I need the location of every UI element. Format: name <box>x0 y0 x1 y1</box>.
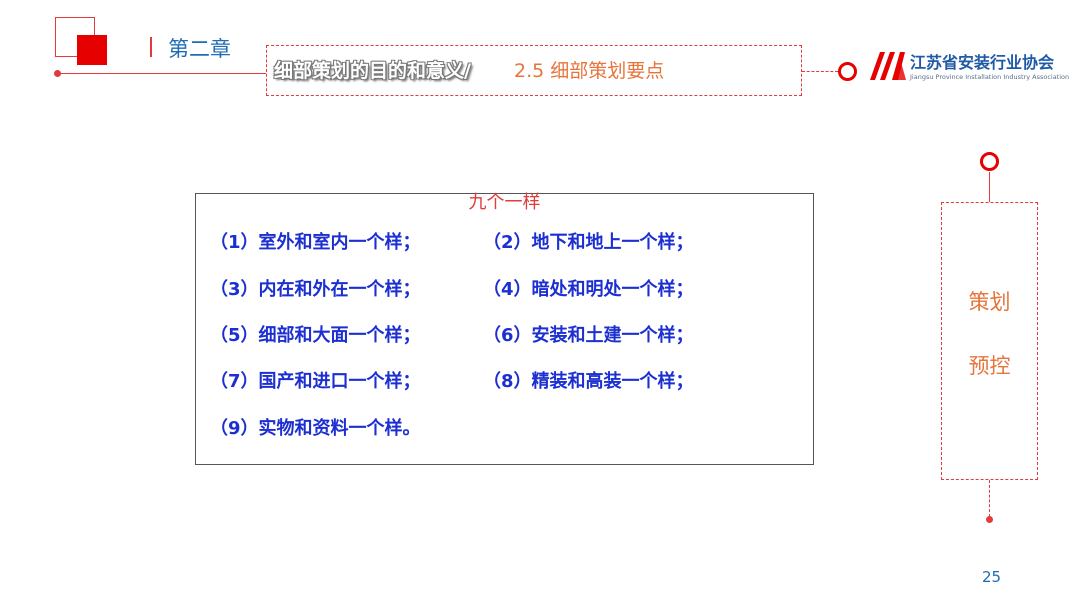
chapter-divider-bar <box>150 37 152 57</box>
section-title: 细部策划的目的和意义/ <box>274 60 471 82</box>
side-line-bottom <box>989 480 990 517</box>
title-frame <box>266 45 802 96</box>
decor-square-filled <box>77 35 107 65</box>
chapter-label: 第二章 <box>168 37 231 61</box>
association-logo-icon <box>870 52 906 80</box>
list-item: （7）国产和进口一个样； <box>210 371 421 392</box>
list-item: （6）安装和土建一个样； <box>483 325 694 346</box>
list-item: （3）内在和外在一个样； <box>210 279 421 300</box>
header-line-dot <box>54 70 61 77</box>
section-subtitle: 2.5 细部策划要点 <box>514 60 665 82</box>
header-ring-icon <box>838 62 857 81</box>
side-panel-frame <box>941 202 1038 480</box>
list-item: （5）细部和大面一个样； <box>210 325 421 346</box>
side-line-dot <box>986 516 993 523</box>
content-title: 九个一样 <box>468 192 541 213</box>
page-number: 25 <box>982 568 1002 586</box>
association-name-en: Jiangsu Province Installation Industry A… <box>910 73 1070 81</box>
list-item: （1）室外和室内一个样； <box>210 232 421 253</box>
side-line-top <box>989 172 990 202</box>
list-item: （8）精装和高装一个样； <box>483 371 694 392</box>
list-item: （4）暗处和明处一个样； <box>483 279 694 300</box>
side-ring-icon <box>980 152 999 171</box>
side-panel-text-2: 预控 <box>968 354 1011 378</box>
association-name: 江苏省安装行业协会 <box>910 53 1055 72</box>
content-frame <box>195 193 814 465</box>
header-line-left <box>58 73 266 74</box>
header-line-right <box>802 71 838 72</box>
list-item: （9）实物和资料一个样。 <box>210 418 421 439</box>
list-item: （2）地下和地上一个样； <box>483 232 694 253</box>
side-panel-text-1: 策划 <box>968 290 1011 314</box>
